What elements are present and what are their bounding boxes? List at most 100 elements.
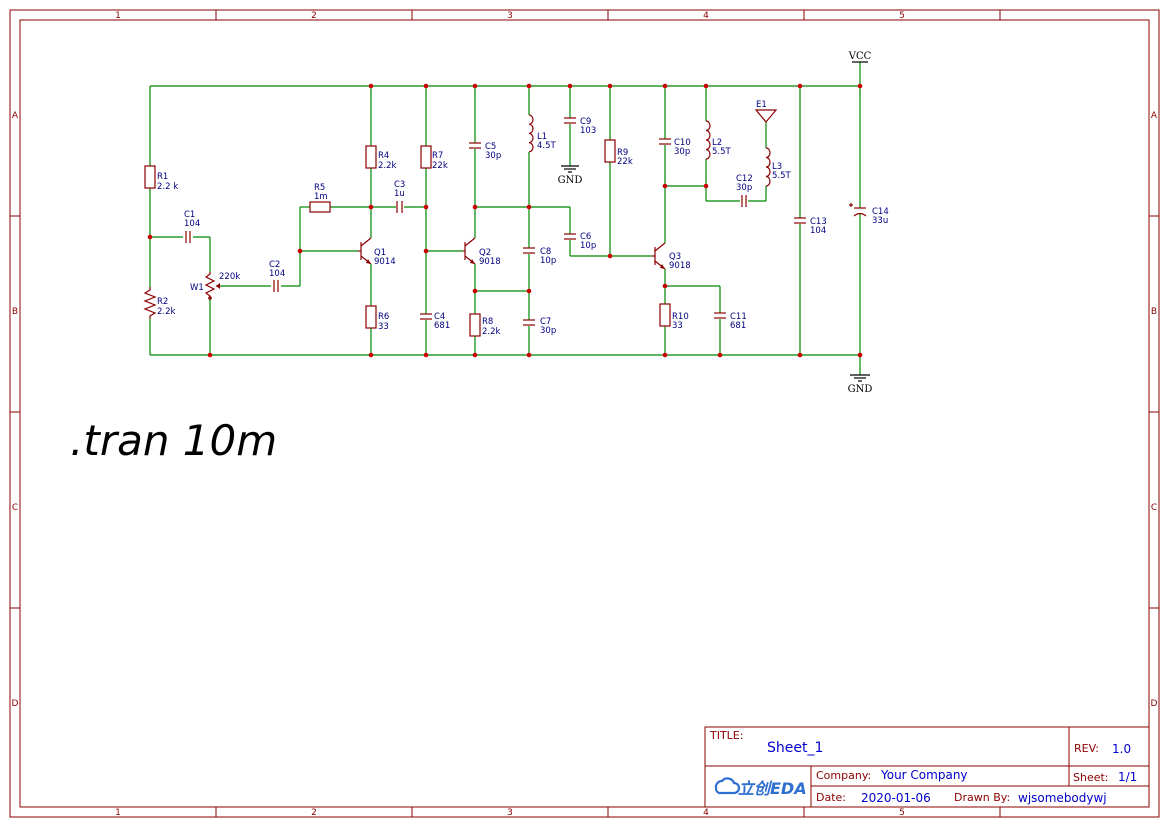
drawn-by-label: Drawn By: [954, 791, 1010, 804]
antenna-e1[interactable]: E1 [754, 100, 778, 123]
value: 33 [378, 322, 389, 332]
inductor-l3[interactable]: L3 5.5T [765, 147, 792, 187]
gnd-symbol-c9: GND [558, 165, 582, 186]
capacitor-c6[interactable]: C6 10p [564, 232, 596, 251]
designator: C14 [872, 207, 889, 217]
value: 30p [674, 147, 690, 157]
designator: W1 [190, 283, 204, 293]
value: 104 [269, 269, 285, 279]
value: 9014 [374, 257, 396, 267]
resistor-r9[interactable]: R9 22k [604, 139, 633, 167]
title-block: TITLE: Sheet_1 REV: 1.0 Company: Your Co… [704, 726, 1150, 808]
value: 1u [394, 189, 405, 199]
value: 30p [485, 151, 501, 161]
designator: C11 [730, 312, 747, 322]
resistor-r5[interactable]: R5 1m [309, 183, 331, 213]
vcc-symbol: VCC [848, 51, 872, 63]
sheet-value: 1/1 [1118, 770, 1137, 784]
eda-logo: 立创EDA [714, 777, 807, 798]
designator: C1 [184, 210, 195, 220]
frame-row-label: B [1151, 307, 1157, 317]
value: 30p [540, 326, 556, 336]
resistor-r6[interactable]: R6 33 [365, 305, 389, 332]
value: 2.2k [378, 161, 397, 171]
cloud-icon [714, 777, 741, 795]
designator: L2 [712, 138, 722, 148]
designator: R9 [617, 148, 628, 158]
frame-col-label: 3 [507, 11, 513, 21]
value: 4.5T [537, 141, 557, 151]
date-label: Date: [816, 791, 846, 804]
company-value: Your Company [880, 768, 968, 782]
frame-row-label: A [12, 111, 19, 121]
value: 10p [540, 256, 556, 266]
frame-col-label: 3 [507, 808, 513, 818]
designator: C8 [540, 247, 551, 257]
resistor-r2[interactable]: R2 2.2k [143, 287, 176, 319]
value: 2.2 k [157, 182, 178, 192]
value: 10p [580, 241, 596, 251]
resistor-r7[interactable]: R7 22k [420, 145, 448, 171]
resistor-r4[interactable]: R4 2.2k [365, 145, 397, 171]
frame-row-label: B [12, 307, 18, 317]
designator: Q2 [479, 248, 491, 258]
designator: C13 [810, 217, 827, 227]
frame-col-label: 4 [703, 808, 709, 818]
designator: L1 [537, 132, 547, 142]
frame-row-label: C [1151, 503, 1157, 513]
potentiometer-w1[interactable]: W1 220k [190, 272, 240, 300]
rev-value: 1.0 [1112, 742, 1131, 756]
capacitor-c4[interactable]: C4 681 [420, 312, 450, 331]
capacitor-c7[interactable]: C7 30p [523, 317, 556, 336]
capacitor-c5[interactable]: C5 30p [469, 142, 501, 161]
frame-col-label: 5 [899, 808, 905, 818]
capacitor-c1[interactable]: C1 104 [184, 210, 200, 243]
value: 5.5T [772, 171, 792, 181]
transistor-q3[interactable]: Q3 9018 [652, 242, 691, 271]
capacitor-c11[interactable]: C11 681 [714, 312, 747, 331]
value: 1m [314, 192, 328, 202]
transistor-q2[interactable]: Q2 9018 [463, 237, 501, 267]
designator: E1 [756, 100, 767, 110]
capacitor-c9[interactable]: C9 103 [564, 117, 596, 136]
resistor-r8[interactable]: R8 2.2k [469, 313, 501, 337]
capacitor-c13[interactable]: C13 104 [794, 217, 827, 236]
frame-col-label: 2 [311, 11, 317, 21]
capacitor-c2[interactable]: C2 104 [269, 260, 285, 292]
designator: C6 [580, 232, 591, 242]
designator: C10 [674, 138, 691, 148]
capacitor-c14[interactable]: C14 33u [849, 203, 889, 226]
capacitor-c3[interactable]: C3 1u [394, 180, 405, 213]
designator: Q3 [669, 252, 681, 262]
capacitor-c12[interactable]: C12 30p [736, 174, 753, 207]
capacitor-c10[interactable]: C10 30p [659, 138, 691, 157]
designator: C3 [394, 180, 405, 190]
inductor-l2[interactable]: L2 5.5T [705, 120, 732, 160]
frame-col-label: 5 [899, 11, 905, 21]
value: 2.2k [157, 307, 176, 317]
resistor-r1[interactable]: R1 2.2 k [144, 165, 178, 192]
value: 681 [730, 321, 746, 331]
value: 33u [872, 216, 888, 226]
gnd-symbol: GND [848, 374, 872, 395]
designator: R1 [157, 172, 168, 182]
wires [149, 62, 861, 375]
sheet-label: Sheet: [1073, 771, 1109, 784]
sheet-frame: 1 2 3 4 5 1 2 3 4 5 A B C D A B C D [9, 9, 1160, 818]
value: 104 [810, 226, 826, 236]
capacitor-c8[interactable]: C8 10p [523, 247, 556, 266]
frame-col-label: 1 [115, 808, 121, 818]
inductor-l1[interactable]: L1 4.5T [528, 114, 557, 153]
designator: Q1 [374, 248, 386, 258]
value: 104 [184, 219, 200, 229]
resistor-r10[interactable]: R10 33 [659, 303, 689, 331]
designator: R2 [157, 297, 168, 307]
value: 22k [432, 161, 448, 171]
spice-directive: .tran 10m [70, 416, 277, 465]
frame-row-label: D [1151, 699, 1158, 709]
logo-text: 立创EDA [738, 779, 807, 798]
transistor-q1[interactable]: Q1 9014 [358, 237, 396, 267]
value: 220k [219, 272, 240, 282]
sheet-title: Sheet_1 [767, 740, 823, 756]
